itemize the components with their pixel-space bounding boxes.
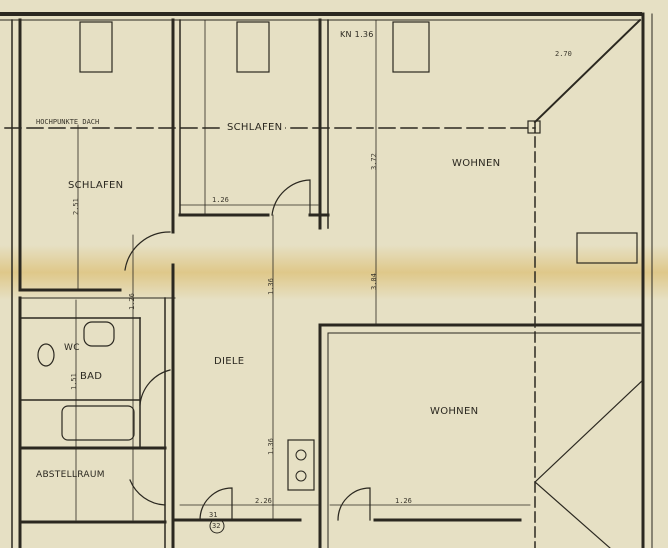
stove-burner-2 <box>295 470 307 482</box>
room-label-wohnen-top: WOHNEN <box>452 158 501 169</box>
bathtub <box>61 405 135 441</box>
dim-text-5: 1.36 <box>267 278 275 295</box>
stove <box>287 439 315 491</box>
roof-diagonal-lower-2 <box>534 481 611 548</box>
room-label-schlafen-left: SCHLAFEN <box>68 180 124 191</box>
chimney-marker <box>527 120 541 134</box>
door-bad <box>139 369 171 406</box>
door-number-1: 31 <box>209 511 218 519</box>
dim-text-8: 2.26 <box>255 497 272 505</box>
dim-text-11: 2.70 <box>555 50 572 58</box>
paper-stain <box>0 245 668 300</box>
dim-text-9: 1.26 <box>395 497 412 505</box>
dim-text-4: 3.04 <box>370 273 378 290</box>
window-3 <box>392 21 430 73</box>
stove-burner-1 <box>295 449 307 461</box>
roof-diagonal-lower-1 <box>534 379 644 483</box>
window-2 <box>236 21 270 73</box>
roof-diagonal <box>533 18 642 124</box>
door-wohnen <box>337 487 371 521</box>
room-label-wc: WC <box>64 343 80 353</box>
door-number-2: 32 <box>212 522 221 530</box>
dim-text-1: 2.51 <box>72 198 80 215</box>
dim-text-6: 1.51 <box>70 373 78 390</box>
annotation-ridge: HOCHPUNKTE DACH <box>36 118 100 126</box>
door-schlafen-left <box>124 231 171 271</box>
room-label-abstellraum: ABSTELLRAUM <box>36 470 105 480</box>
door-entrance <box>199 487 233 521</box>
door-number-circle-1 <box>209 518 225 534</box>
scale-note: KN 1.36 <box>340 30 374 39</box>
door-schlafen-top <box>271 179 311 216</box>
toilet <box>37 343 55 367</box>
window-4 <box>576 232 638 264</box>
door-abstellraum <box>129 479 166 506</box>
window-1 <box>79 21 113 73</box>
room-label-schlafen-top: SCHLAFEN <box>224 122 286 133</box>
room-label-bad: BAD <box>80 371 103 382</box>
dim-text-10: 1.36 <box>267 438 275 455</box>
dim-text-3: 3.72 <box>370 153 378 170</box>
dim-text-2: 1.26 <box>212 196 229 204</box>
room-label-wohnen-bottom: WOHNEN <box>430 406 479 417</box>
washbasin <box>83 321 115 347</box>
dim-text-7: 1.26 <box>128 293 136 310</box>
room-label-diele: DIELE <box>214 356 245 367</box>
